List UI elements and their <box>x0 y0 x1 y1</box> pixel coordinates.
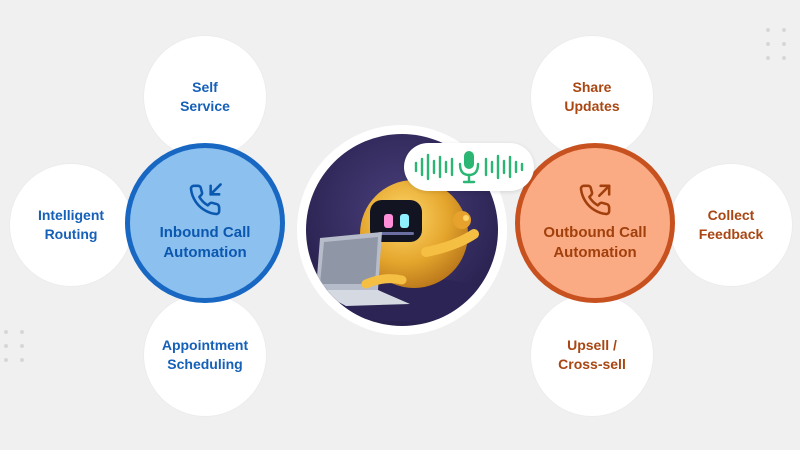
decorative-dots-right <box>766 28 788 60</box>
satellite-label-line1: Collect <box>707 207 755 223</box>
voice-waveform-badge <box>404 143 534 191</box>
satellite-label-line2: Routing <box>44 226 98 242</box>
decorative-dots-left <box>4 330 26 362</box>
satellite-label-line1: Upsell / <box>567 337 617 353</box>
hub-label-line1: Inbound Call <box>159 224 251 241</box>
hub-label-line1: Outbound Call <box>543 224 647 241</box>
satellite-label-line2: Service <box>180 98 230 114</box>
satellite-label-line2: Cross-sell <box>558 356 626 372</box>
phone-incoming-icon <box>189 183 222 216</box>
hub-inbound-call-automation: Inbound Call Automation <box>125 143 285 303</box>
satellite-upsell-cross-sell: Upsell / Cross-sell <box>531 294 653 416</box>
satellite-label-line1: Intelligent <box>37 207 105 223</box>
satellite-label-line1: Share <box>572 79 612 95</box>
satellite-label-line1: Appointment <box>161 337 249 353</box>
hub-label-line2: Automation <box>163 244 247 261</box>
satellite-label-line2: Scheduling <box>167 356 243 372</box>
hub-label-line2: Automation <box>553 244 637 261</box>
satellite-label-line2: Feedback <box>698 226 764 242</box>
hub-outbound-call-automation: Outbound Call Automation <box>515 143 675 303</box>
satellite-label-line2: Updates <box>564 98 620 114</box>
phone-outgoing-icon <box>579 184 611 216</box>
microphone-icon <box>458 151 480 184</box>
satellite-label-line1: Self <box>192 79 218 95</box>
